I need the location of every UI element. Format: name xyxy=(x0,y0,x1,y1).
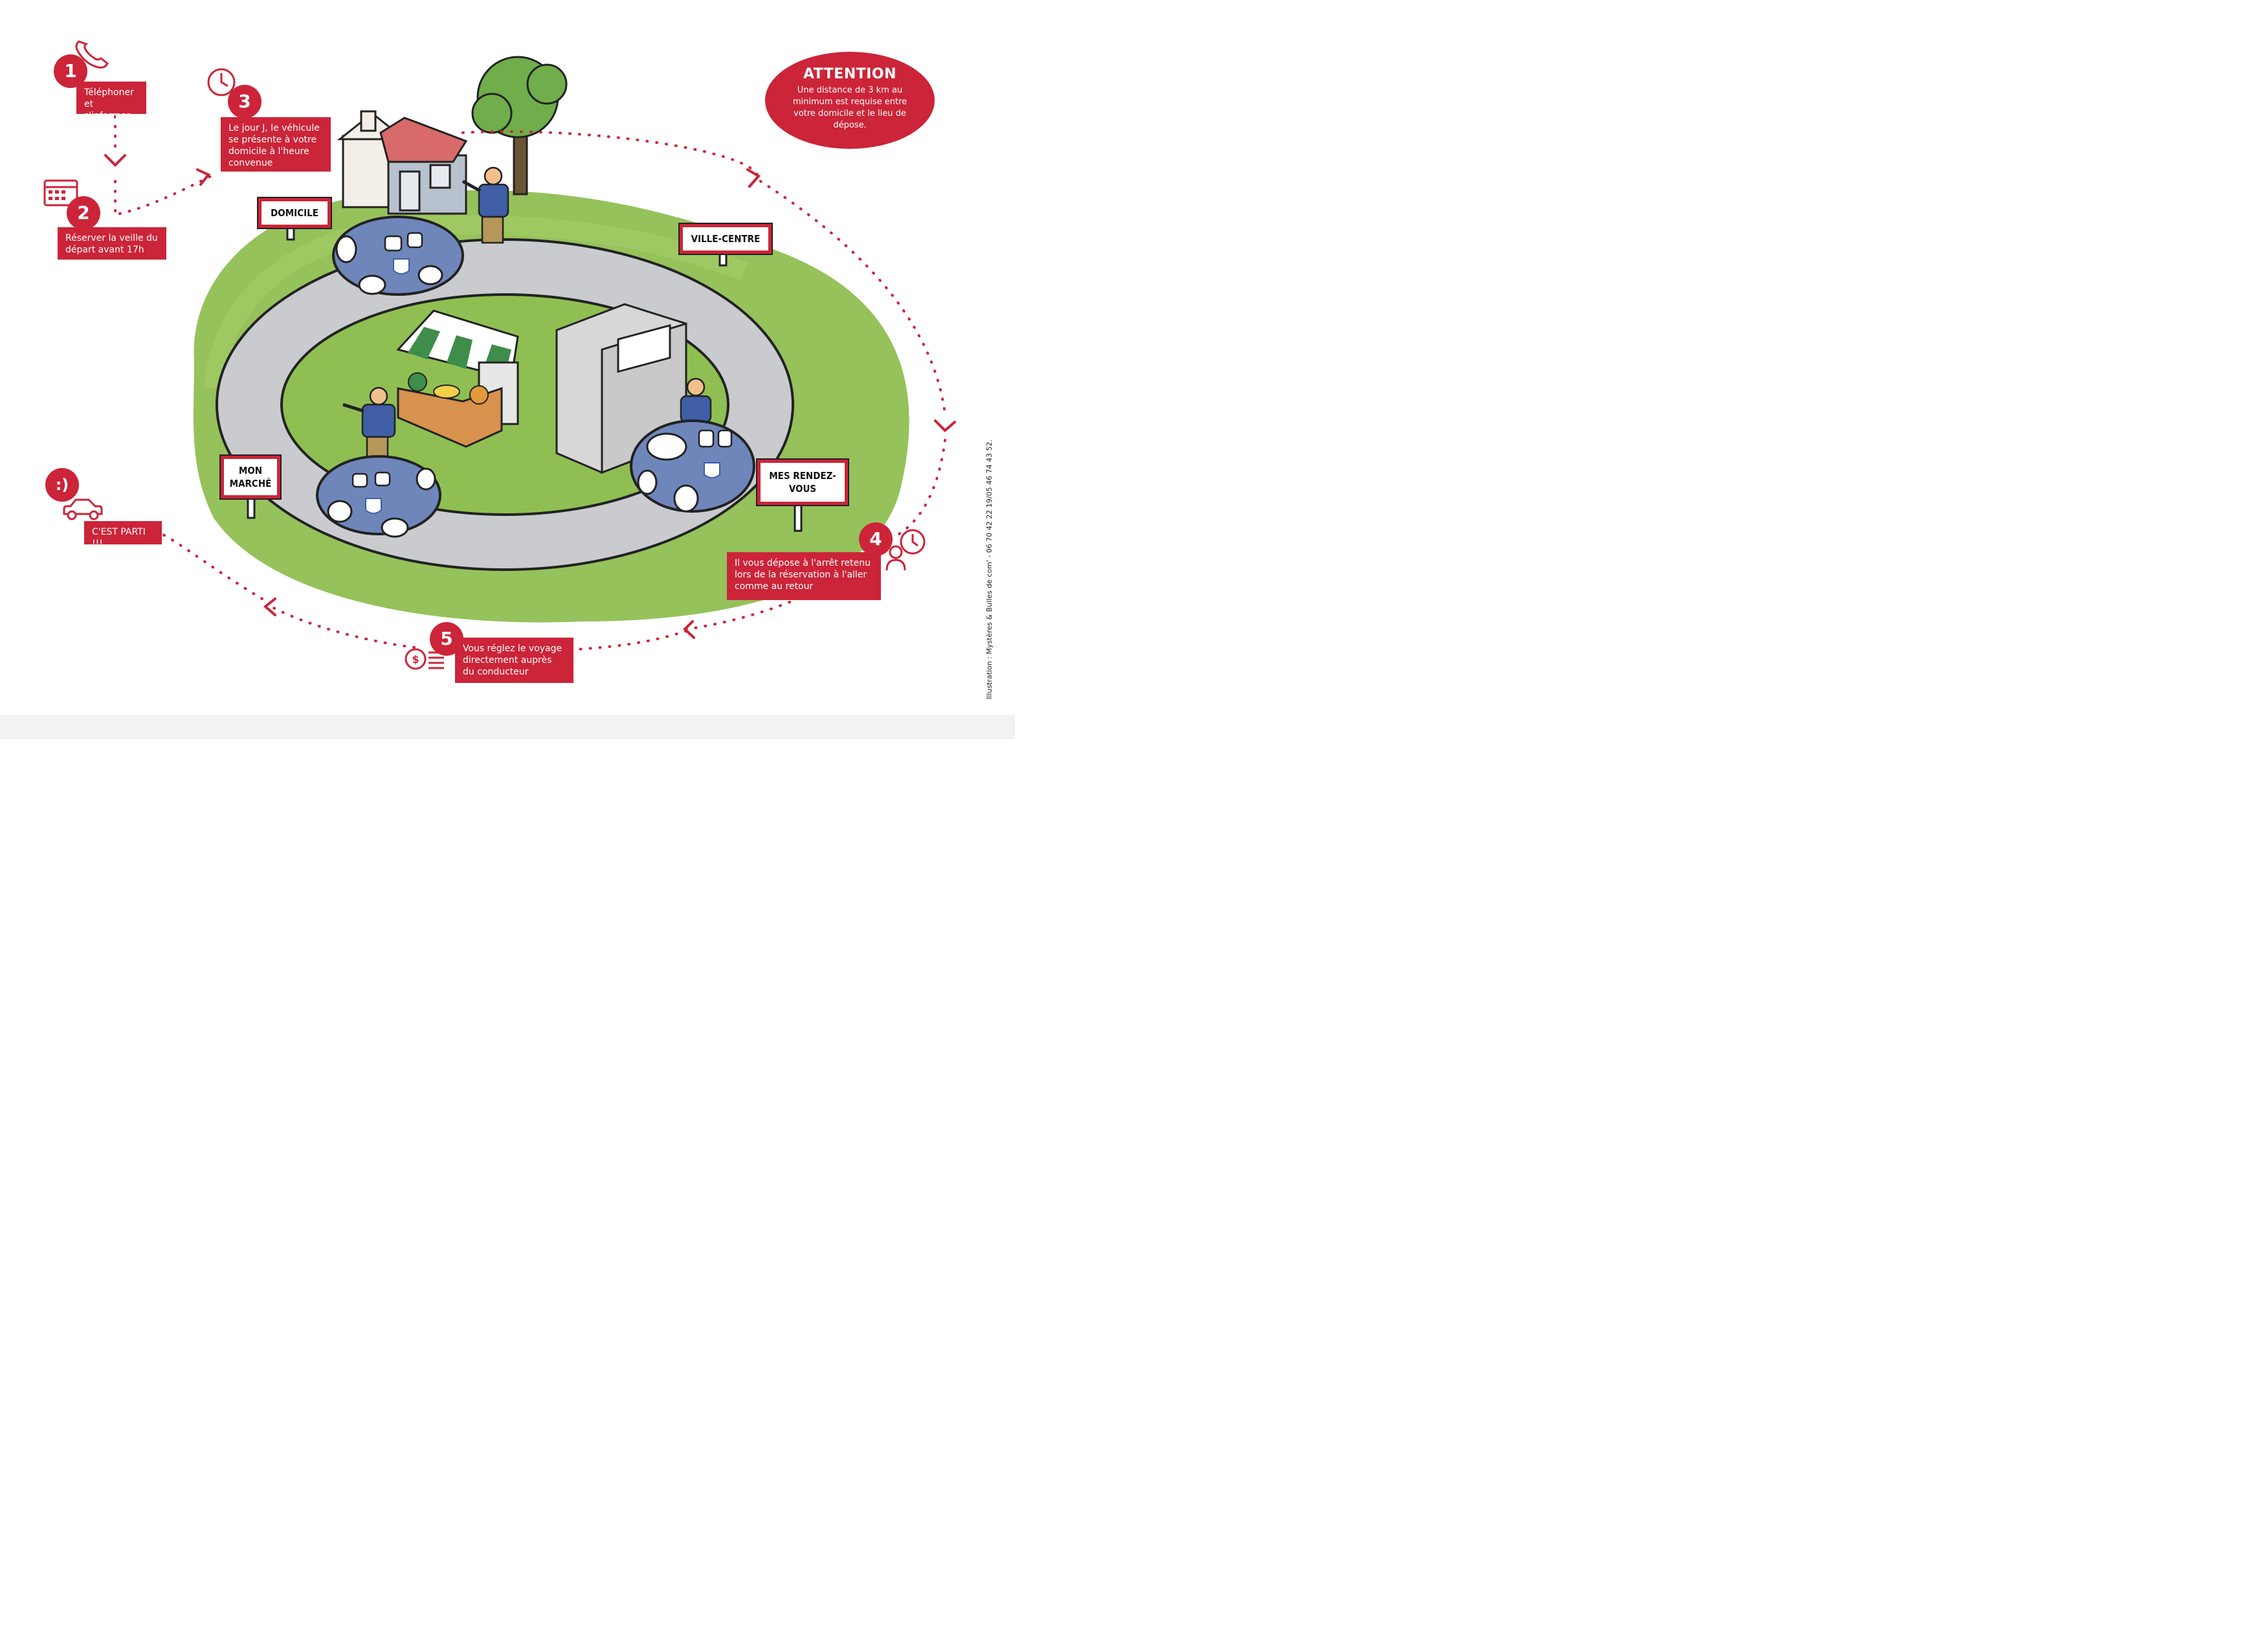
coins-icon: $ xyxy=(404,645,447,676)
attention-bubble: ATTENTION Une distance de 3 km au minimu… xyxy=(765,52,935,149)
person-building xyxy=(680,377,712,423)
attention-title: ATTENTION xyxy=(803,66,897,82)
sign-posts xyxy=(247,225,803,532)
sign-mes-rendez-vous: MES RENDEZ-VOUS xyxy=(756,458,849,506)
sign-mon-marche: MON MARCHÉ xyxy=(219,454,282,500)
phone-icon xyxy=(72,36,111,72)
step-1-text: Téléphoner et s'informer xyxy=(76,82,146,121)
step-5-text: Vous réglez le voyage directement auprès… xyxy=(455,638,573,683)
sign-ville-centre: VILLE-CENTRE xyxy=(678,223,773,255)
car-right xyxy=(630,419,755,513)
step-4-number: 4 xyxy=(859,522,893,556)
illustration-credit: Illustration : Mystères & Bulles de com'… xyxy=(985,439,994,699)
market-stall xyxy=(396,309,519,448)
calendar-icon xyxy=(43,177,81,211)
car-bottom-left xyxy=(316,455,441,538)
person-waving-house xyxy=(461,166,509,244)
flow-arrowheads xyxy=(104,154,956,639)
car-top xyxy=(332,216,464,296)
flow-path xyxy=(114,115,946,652)
tree xyxy=(471,56,568,195)
car-icon xyxy=(61,496,104,525)
step-3-number: 3 xyxy=(228,85,261,118)
house xyxy=(337,110,468,215)
attention-text: Une distance de 3 km au minimum est requ… xyxy=(792,85,907,130)
step-2-number: 2 xyxy=(67,196,100,230)
sign-domicile: DOMICILE xyxy=(257,197,332,229)
svg-text:$: $ xyxy=(412,653,419,665)
smiley-badge: :) xyxy=(45,468,79,502)
clock-person-icon xyxy=(884,528,927,576)
step-4-text: Il vous dépose à l'arrêt retenu lors de … xyxy=(727,552,881,600)
bottom-strip xyxy=(0,715,1015,739)
step-2-text: Réserver la veille du départ avant 17h xyxy=(58,227,166,260)
scene-illustration xyxy=(104,56,956,652)
step-1-number: 1 xyxy=(54,54,87,88)
step-3-text: Le jour J, le véhicule se présente à vot… xyxy=(221,117,331,172)
cest-parti-text: C'EST PARTI !!! xyxy=(84,521,162,549)
clock-icon xyxy=(206,67,237,101)
